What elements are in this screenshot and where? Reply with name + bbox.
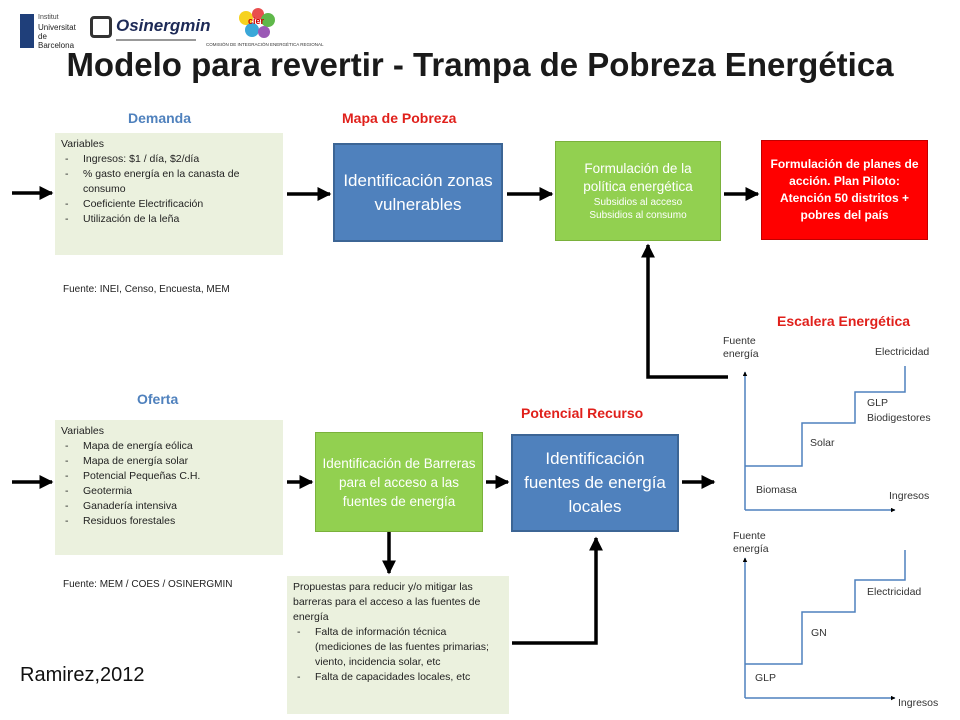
demanda-item: % gasto energía en la canasta de consumo: [61, 167, 277, 197]
box-identificacion-barreras: Identificación de Barreras para el acces…: [315, 432, 483, 532]
cier-logo: cier COMISIÓN DE INTEGRACIÓN ENERGÉTICA …: [206, 8, 324, 48]
ladder2-steps: [745, 550, 906, 665]
osinergmin-mark-icon: [90, 16, 112, 38]
box-identificacion-zonas: Identificación zonas vulnerables: [333, 143, 503, 242]
osinergmin-underline: [116, 39, 196, 41]
demanda-variables-heading: Variables: [61, 138, 104, 150]
cier-logo-name: cier: [248, 16, 265, 26]
ladder1-step-label: GLP Biodigestores: [867, 397, 931, 424]
oferta-variables-panel: Variables Mapa de energía eólica Mapa de…: [55, 420, 283, 555]
oferta-item: Mapa de energía solar: [61, 454, 277, 469]
box-formulacion-politica-title: Formulación de la política energética: [583, 161, 693, 194]
oferta-item: Ganadería intensiva: [61, 499, 277, 514]
box-identificacion-fuentes-label: Identificación fuentes de energía locale…: [524, 449, 666, 516]
demanda-variables-panel: Variables Ingresos: $1 / día, $2/día % g…: [55, 133, 283, 255]
box-identificacion-fuentes: Identificación fuentes de energía locale…: [511, 434, 679, 532]
arrow-propuestas-to-fuentes: [512, 536, 603, 645]
ladder2-step-label: GLP: [755, 672, 777, 684]
oferta-source: Fuente: MEM / COES / OSINERGMIN: [63, 579, 233, 590]
box-formulacion-politica: Formulación de la política energética Su…: [555, 141, 721, 241]
ladder2-step-label: GN: [811, 627, 827, 639]
ub-crest-icon: [20, 14, 34, 48]
ladder2-step-label: Electricidad: [867, 586, 922, 598]
ladder2-chart: [742, 550, 906, 701]
propuestas-item: Falta de capacidades locales, etc: [293, 670, 503, 685]
ladder2-y-label: Fuente energía: [733, 530, 769, 555]
ub-logo-name: Universitat de Barcelona: [38, 23, 76, 50]
propuestas-item: Falta de información técnica (mediciones…: [293, 625, 503, 670]
oferta-item: Residuos forestales: [61, 514, 277, 529]
header-potencial-recurso: Potencial Recurso: [521, 405, 644, 421]
ladder1-step-label: Solar: [810, 437, 835, 449]
box-formulacion-planes-label: Formulación de planes de acción. Plan Pi…: [770, 157, 919, 222]
oferta-item: Potencial Pequeñas C.H.: [61, 469, 277, 484]
box-formulacion-planes: Formulación de planes de acción. Plan Pi…: [761, 140, 928, 240]
ub-logo-top: Institut: [38, 14, 59, 21]
page-title: Modelo para revertir - Trampa de Pobreza…: [66, 46, 894, 83]
ladder1-steps: [745, 366, 906, 467]
ladder1-x-label: Ingresos: [889, 490, 930, 502]
ladder2-x-label: Ingresos: [898, 697, 939, 709]
osinergmin-logo: Osinergmin: [90, 14, 210, 44]
header-escalera: Escalera Energética: [777, 313, 911, 329]
oferta-item: Geotermia: [61, 484, 277, 499]
oferta-variables-heading: Variables: [61, 425, 104, 437]
demanda-item: Utilización de la leña: [61, 212, 277, 227]
ub-logo: Institut Universitat de Barcelona: [20, 12, 82, 52]
demanda-item: Coeficiente Electrificación: [61, 197, 277, 212]
oferta-item: Mapa de energía eólica: [61, 439, 277, 454]
osinergmin-logo-name: Osinergmin: [116, 16, 211, 35]
box-formulacion-politica-sub1: Subsidios al acceso: [593, 197, 683, 208]
box-identificacion-barreras-label: Identificación de Barreras para el acces…: [322, 455, 476, 509]
propuestas-panel: Propuestas para reducir y/o mitigar las …: [287, 576, 509, 714]
ladder1-chart: [742, 366, 906, 513]
cier-caption: COMISIÓN DE INTEGRACIÓN ENERGÉTICA REGIO…: [206, 42, 324, 47]
ladder1-y-label: Fuente energía: [723, 335, 759, 360]
ladder1-step-label: Electricidad: [875, 346, 930, 358]
box-identificacion-zonas-label: Identificación zonas vulnerables: [343, 170, 493, 214]
propuestas-intro: Propuestas para reducir y/o mitigar las …: [293, 581, 481, 623]
author-citation: Ramirez,2012: [20, 664, 145, 686]
demanda-source: Fuente: INEI, Censo, Encuesta, MEM: [63, 284, 230, 295]
ladder1-step-label: Biomasa: [756, 484, 797, 496]
header-demanda: Demanda: [128, 110, 192, 126]
arrow-escalera-to-politica: [641, 243, 728, 379]
box-formulacion-politica-sub2: Subsidios al consumo: [589, 210, 687, 221]
demanda-item: Ingresos: $1 / día, $2/día: [61, 152, 277, 167]
cier-flower-icon: [239, 8, 275, 38]
header-oferta: Oferta: [137, 391, 179, 407]
header-mapa-pobreza: Mapa de Pobreza: [342, 110, 457, 126]
